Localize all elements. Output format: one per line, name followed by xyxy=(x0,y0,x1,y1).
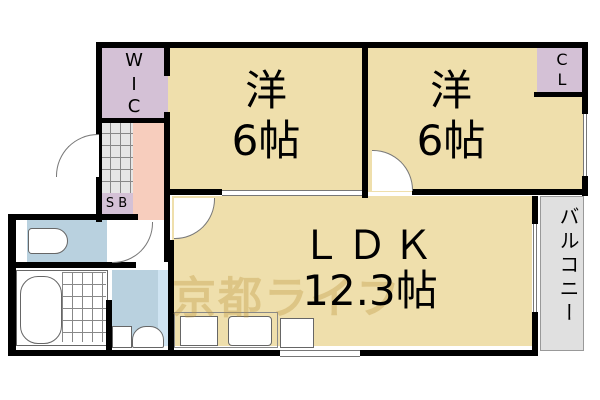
toilet-icon xyxy=(28,228,68,254)
wall xyxy=(8,214,16,356)
fridge-space xyxy=(280,318,314,348)
wall xyxy=(534,92,586,97)
wic-room xyxy=(100,46,168,118)
watermark: 京都ライフ xyxy=(172,273,402,324)
washbasin-icon xyxy=(132,326,164,348)
room2-type: 洋 xyxy=(429,66,472,115)
washroom-side xyxy=(158,270,168,346)
wic-label-i: I xyxy=(131,74,137,95)
wall xyxy=(8,350,280,356)
cl-room xyxy=(537,46,587,96)
window xyxy=(583,114,587,176)
entrance-door[interactable] xyxy=(56,134,99,177)
stove-icon xyxy=(180,316,218,346)
room1-size: 6帖 xyxy=(231,116,301,165)
shower-area xyxy=(62,272,106,342)
wic-label-w: W xyxy=(125,50,143,71)
room1-type: 洋 xyxy=(244,66,287,115)
ldk-type: ＬＤＫ xyxy=(301,223,439,269)
sink-icon xyxy=(228,316,272,346)
window xyxy=(280,350,360,357)
wall xyxy=(8,262,136,268)
cl-label-l: L xyxy=(557,70,567,89)
wall xyxy=(96,42,586,48)
wic-label-c: C xyxy=(127,96,141,117)
sb-room xyxy=(100,193,133,215)
window xyxy=(533,224,537,312)
wall xyxy=(8,214,138,220)
western-room-1 xyxy=(168,46,364,192)
wall xyxy=(106,300,112,350)
balcony-label: バルコニー xyxy=(556,206,580,326)
wall xyxy=(532,312,538,356)
wall xyxy=(360,350,538,356)
wall xyxy=(100,118,168,123)
room2-size: 6帖 xyxy=(416,116,486,165)
washer-icon xyxy=(112,326,132,348)
shoe-box-tiles xyxy=(100,121,133,193)
wall xyxy=(96,42,102,222)
ldk-size: 12.3帖 xyxy=(302,266,438,315)
balcony xyxy=(540,196,584,351)
sb-label: S B xyxy=(105,196,128,211)
wall xyxy=(582,176,588,196)
window xyxy=(222,190,362,196)
wall xyxy=(168,240,174,350)
wall xyxy=(532,196,538,224)
cl-label-c: C xyxy=(556,50,568,69)
wall xyxy=(362,42,368,198)
wall xyxy=(164,112,170,262)
wall xyxy=(164,42,170,76)
wall xyxy=(168,189,222,195)
wall xyxy=(582,42,588,114)
bathtub-icon xyxy=(20,276,62,344)
kitchen-counter xyxy=(174,312,278,348)
wall xyxy=(412,189,588,195)
